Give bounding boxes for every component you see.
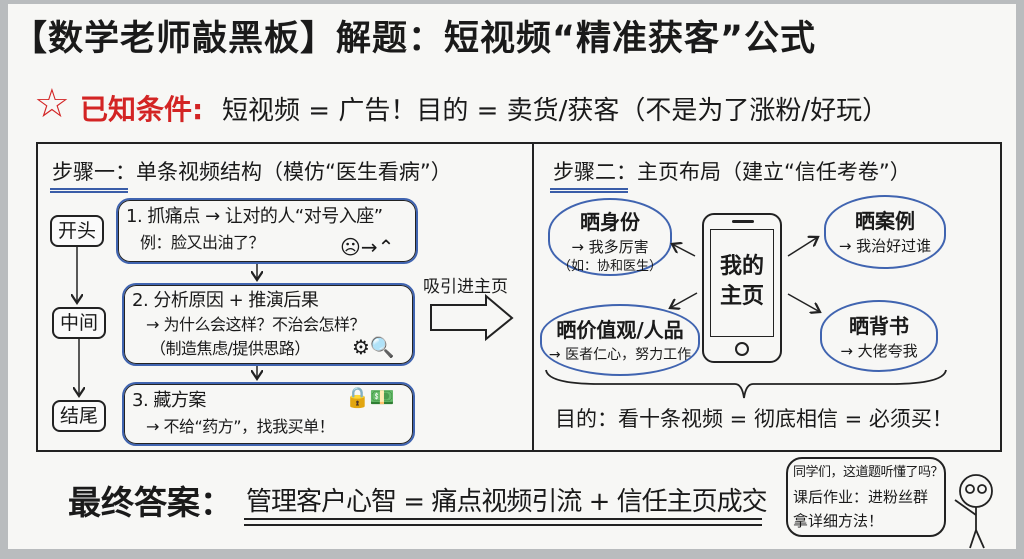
step1-underline	[50, 188, 128, 193]
brace	[545, 369, 947, 399]
step1-box-pain-point: 1. 抓痛点 → 让对的人“对号入座” 例：脸又出油了？	[116, 198, 418, 264]
cloud-line: → 大佬夸我	[840, 342, 918, 360]
stage-start: 开头	[50, 215, 104, 247]
phone-label: 我的主页	[719, 254, 764, 309]
arrow-label: 吸引进主页	[423, 277, 508, 297]
step2-underline	[550, 188, 628, 193]
phone-icon	[702, 213, 782, 363]
step1-heading: 步骤一：单条视频结构（模仿“医生看病”）	[52, 160, 452, 184]
stage-end: 结尾	[52, 400, 106, 432]
conditions-label: 已知条件:	[80, 93, 204, 126]
big-arrow-icon	[430, 293, 514, 342]
cloud-line: （如：协和医生）	[557, 259, 662, 274]
cloud-title: 晒案例	[855, 209, 915, 233]
page-title: 【数学老师敲黑板】解题：短视频“精准获客”公式	[12, 19, 817, 59]
step1-box-analysis: 2. 分析原因 + 推演后果 → 为什么会这样？不治会怎样？ （制造焦虑/提供思…	[122, 283, 415, 366]
step2-goal: 目的：看十条视频 = 彻底相信 = 必须买！	[555, 407, 953, 431]
steps-panel	[36, 142, 1002, 452]
box3-line1: 3. 藏方案	[132, 390, 206, 411]
cloud-title: 晒背书	[849, 314, 909, 338]
cloud-line: → 我多厉害	[571, 238, 649, 256]
box2-line1: 2. 分析原因 + 推演后果	[132, 290, 319, 311]
bubble-line3: 拿详细方法！	[793, 512, 884, 530]
cloud-endorsement: 晒背书 → 大佬夸我	[820, 300, 938, 372]
cloud-cases: 晒案例 → 我治好过谁	[824, 195, 946, 269]
step1-box-hide-solution: 3. 藏方案 → 不给“药方”，找我买单！	[122, 382, 415, 446]
cloud-identity: 晒身份 → 我多厉害 （如：协和医生）	[548, 198, 672, 276]
gear-magnifier-icon: ⚙🔍	[352, 335, 395, 359]
cloud-line: → 医者仁心，努力工作	[548, 347, 692, 363]
panel-divider	[532, 144, 534, 450]
conditions-text: 短视频 = 广告！目的 = 卖货/获客（不是为了涨粉/好玩）	[222, 96, 889, 126]
speech-bubble: 同学们，这道题听懂了吗？ 课后作业：进粉丝群 拿详细方法！	[786, 457, 946, 537]
stick-figure-icon	[954, 474, 993, 549]
bubble-line1: 同学们，这道题听懂了吗？	[793, 465, 944, 480]
box1-line1: 1. 抓痛点 → 让对的人“对号入座”	[126, 206, 383, 227]
cloud-title: 晒价值观/人品	[556, 318, 684, 342]
final-answer-label: 最终答案：	[68, 483, 233, 522]
sad-face-icon: ☹→⌃	[340, 235, 395, 259]
cloud-values: 晒价值观/人品 → 医者仁心，努力工作	[540, 304, 700, 376]
step2-heading: 步骤二：主页布局（建立“信任考卷”）	[553, 160, 911, 184]
box1-line2: 例：脸又出油了？	[140, 233, 265, 252]
cloud-title: 晒身份	[580, 210, 640, 234]
box2-line3: （制造焦虑/提供思路）	[150, 339, 310, 358]
box3-line2: → 不给“药方”，找我买单！	[146, 417, 335, 436]
cloud-line: → 我治好过谁	[838, 237, 932, 255]
final-double-underline	[244, 518, 762, 526]
lock-money-icon: 🔒💵	[345, 385, 395, 409]
box2-line2: → 为什么会这样？不治会怎样？	[146, 315, 366, 334]
stage-middle: 中间	[52, 307, 106, 339]
bubble-line2: 课后作业：进粉丝群	[793, 488, 929, 506]
star-icon: ☆	[34, 81, 70, 127]
final-answer-text: 管理客户心智 = 痛点视频引流 + 信任主页成交	[246, 487, 768, 517]
